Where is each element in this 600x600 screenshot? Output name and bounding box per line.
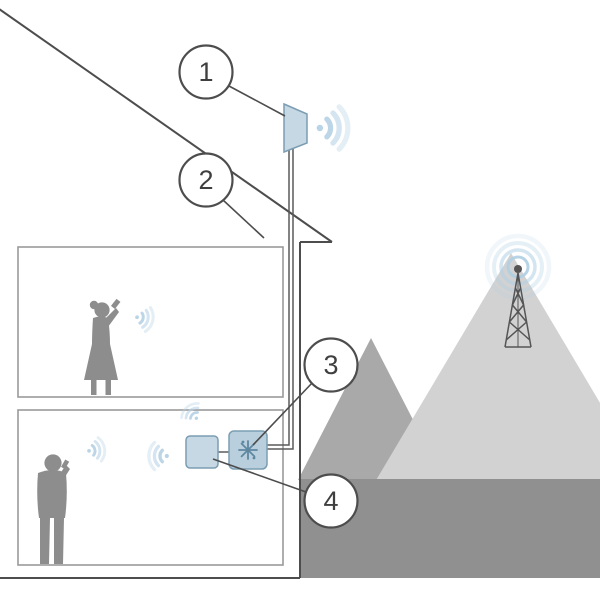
woman-skirt: [84, 344, 118, 380]
callout-4: 4: [303, 473, 359, 529]
woman-left-leg: [91, 380, 97, 395]
callout-1-label: 1: [198, 57, 213, 87]
internal-antenna-waves-left-icon: [147, 440, 171, 472]
man-arm: [59, 465, 70, 480]
external-antenna-panel-icon: [283, 102, 308, 154]
tower-antenna-dot: [514, 265, 522, 273]
callout-4-label: 4: [323, 486, 338, 516]
leader-1: [228, 85, 286, 117]
callout-2: 2: [178, 152, 234, 208]
woman-torso: [92, 316, 110, 344]
callout-3-label: 3: [323, 350, 338, 380]
woman-right-leg: [105, 380, 111, 395]
man-left-leg: [40, 518, 50, 564]
internal-antenna-waves-up-icon: [177, 398, 208, 428]
woman-with-phone-silhouette: [84, 298, 121, 395]
leader-4: [212, 458, 307, 493]
leader-3: [252, 381, 314, 446]
man-head: [44, 454, 62, 472]
background-scenery: [298, 253, 600, 578]
woman-head: [94, 302, 110, 318]
woman-phone: [110, 298, 121, 309]
callout-leader-lines: [212, 85, 314, 493]
callout-3: 3: [303, 337, 359, 393]
woman-arm: [104, 308, 119, 327]
rooms: [17, 246, 284, 566]
phone-signal-waves-man-icon: [84, 435, 108, 465]
coax-cable: [267, 146, 294, 450]
leader-2: [222, 199, 265, 239]
man-right-leg: [54, 518, 64, 564]
tower-lattice-icon: [504, 272, 532, 348]
cell-tower: [484, 233, 552, 348]
man-with-phone-silhouette: [37, 454, 70, 564]
callout-2-label: 2: [198, 165, 213, 195]
upper-room: [17, 246, 284, 398]
man-torso: [37, 470, 67, 518]
external-antenna-waves-icon: [317, 107, 348, 149]
lower-room: [17, 409, 284, 566]
callout-1: 1: [178, 44, 234, 100]
amplifier-burst-icon: [238, 440, 258, 460]
mountain-far: [372, 253, 600, 487]
roof-line: [0, 8, 333, 243]
internal-antenna-box: [185, 435, 219, 469]
man-phone: [61, 459, 70, 470]
external-antenna: [283, 102, 308, 154]
house-outline: [0, 8, 333, 579]
phone-signal-waves-woman-icon: [131, 303, 157, 334]
